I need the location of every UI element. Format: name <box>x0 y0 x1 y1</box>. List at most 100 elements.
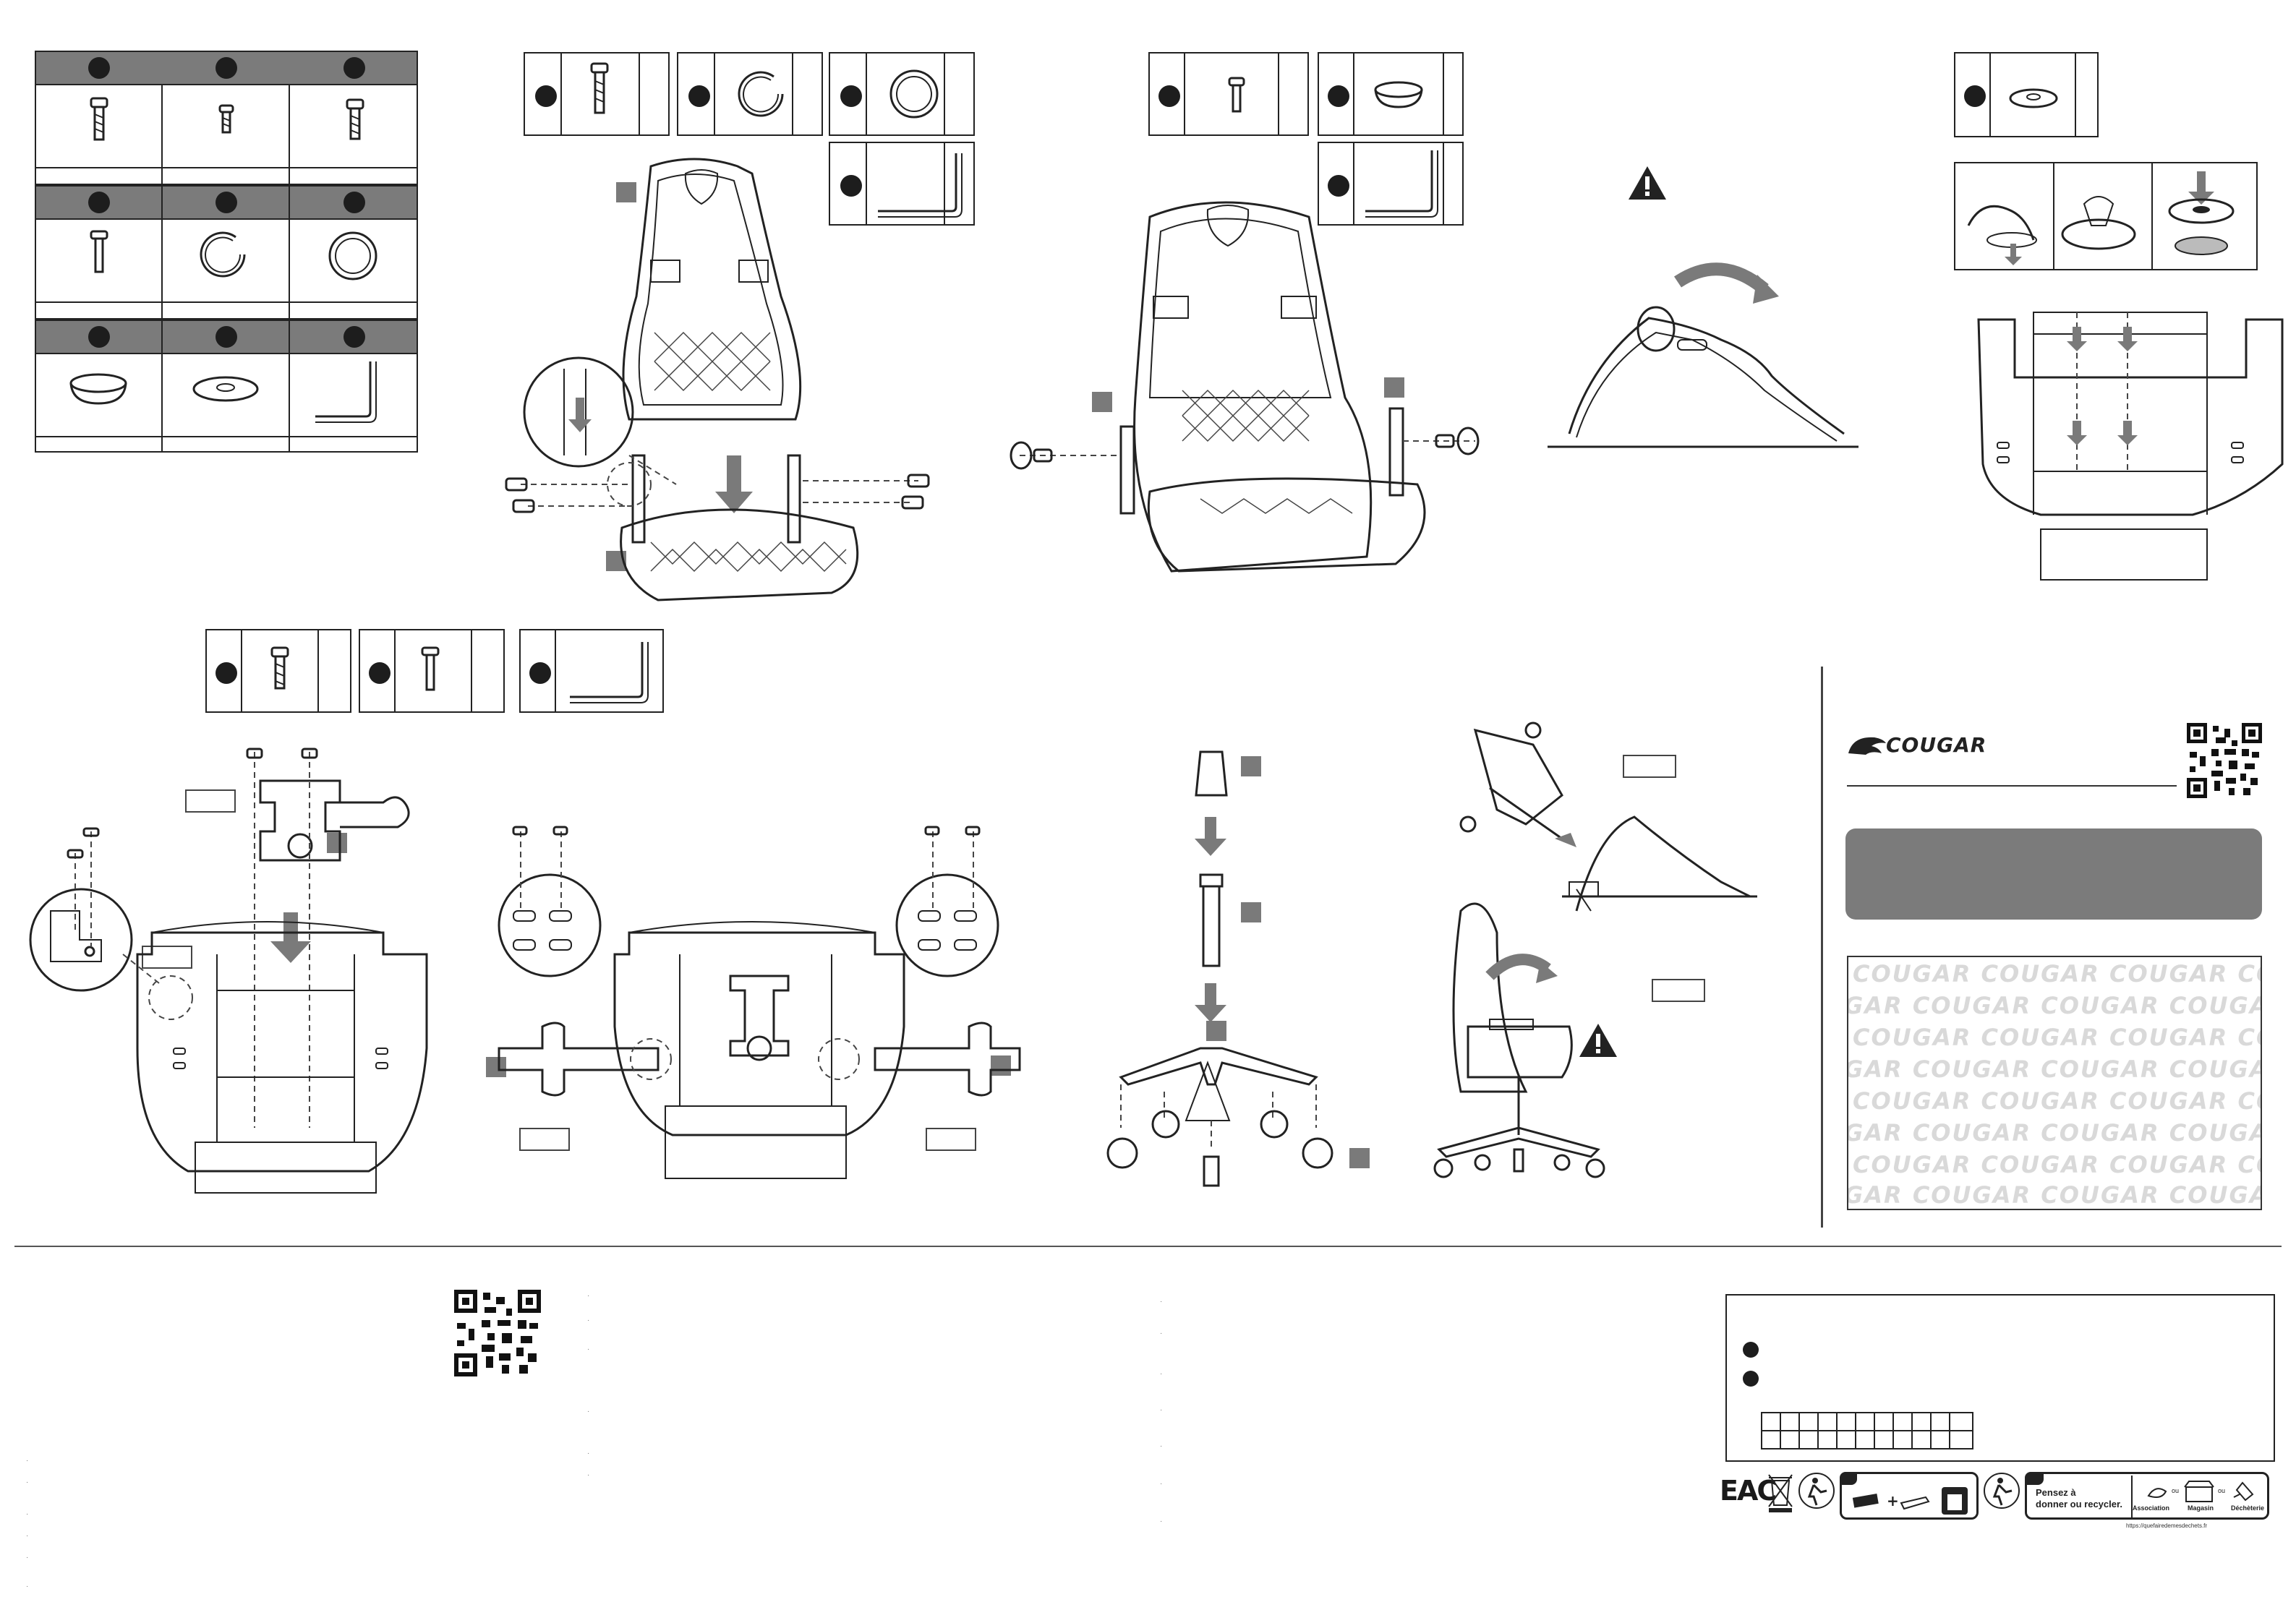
step-marker <box>1241 756 1261 776</box>
warranty-box <box>1725 1294 2275 1462</box>
cover-rule <box>1847 785 2177 787</box>
washer-disc-icon <box>192 376 259 402</box>
weee-bin-icon <box>1768 1474 1793 1512</box>
watermark-row: COUGAR COUGAR COUGAR COUGAR <box>1853 1024 2261 1051</box>
bullet-dot <box>1743 1342 1759 1358</box>
step-1-illustration <box>505 158 930 601</box>
step-8-illustration <box>1433 721 1757 1178</box>
callout-label-box <box>1623 755 1676 778</box>
recycling-message-line-2: donner ou recycler. <box>2036 1499 2122 1509</box>
watermark-row: GAR COUGAR COUGAR COUGAR <box>1847 1055 2262 1083</box>
bullet-dot <box>1743 1371 1759 1387</box>
part-marker <box>1328 175 1349 197</box>
option-separator: ou <box>2218 1487 2226 1494</box>
qr-code-bottom <box>454 1290 541 1376</box>
step-5-illustration <box>29 748 428 1194</box>
bolt-icon <box>590 62 609 114</box>
step-1-part-icons <box>560 52 963 226</box>
qr-code <box>2187 723 2262 798</box>
part-marker <box>1964 85 1986 107</box>
step-6-illustration <box>498 826 1021 1179</box>
part-marker <box>88 57 110 79</box>
recycling-badge-tab <box>2025 1472 2044 1485</box>
option-magasin: Magasin <box>2188 1504 2214 1512</box>
step-5-part-screw <box>359 629 505 713</box>
brand-wordmark: COUGAR <box>1886 733 1987 757</box>
part-marker <box>688 85 710 107</box>
step-2-part-cap <box>1318 52 1464 136</box>
option-decheterie: Déchèterie <box>2231 1504 2265 1512</box>
recycling-option-icons <box>2147 1481 2254 1502</box>
hex-key-icon <box>878 153 963 218</box>
step-marker <box>327 833 347 853</box>
screw-icon <box>90 230 108 273</box>
step-marker <box>1092 392 1112 412</box>
parts-header-row-1 <box>35 51 418 85</box>
packaging-sort-icons: + <box>1852 1487 1968 1515</box>
part-marker <box>840 85 862 107</box>
part-marker <box>1158 85 1180 107</box>
step-7-illustration <box>1106 750 1333 1187</box>
part-marker <box>369 662 391 684</box>
star-base <box>1119 1047 1318 1086</box>
part-marker <box>215 326 237 348</box>
step-2-part-screw <box>1148 52 1309 136</box>
bolt-icon <box>270 646 289 690</box>
sorting-badge: + <box>1840 1472 1979 1520</box>
step-marker <box>1241 902 1261 922</box>
spring-washer-icon <box>738 71 784 117</box>
watermark-row: GAR COUGAR COUGAR COUGAR <box>1847 1181 2262 1209</box>
brand-logo: COUGAR <box>1845 732 2019 761</box>
gas-lift-cover <box>1195 750 1228 797</box>
recycling-url[interactable]: https://quefairedemesdechets.fr <box>2126 1523 2208 1529</box>
option-separator: ou <box>2172 1487 2180 1494</box>
brand-watermark-panel: COUGAR COUGAR COUGAR COUGAR GAR COUGAR C… <box>1847 956 2262 1210</box>
part-marker <box>535 85 557 107</box>
watermark-row: COUGAR COUGAR COUGAR COUGAR <box>1853 1151 2261 1178</box>
hex-key-icon <box>1365 150 1438 218</box>
part-marker <box>529 662 551 684</box>
step-marker <box>486 1057 506 1077</box>
dumpster-icon <box>2233 1481 2254 1502</box>
flat-washer-icon <box>889 69 939 119</box>
watermark-row: GAR COUGAR COUGAR COUGAR <box>1847 992 2262 1019</box>
watermark-row: GAR COUGAR COUGAR COUGAR <box>1847 1119 2262 1147</box>
callout-label-box <box>142 946 192 969</box>
svg-text:+: + <box>1887 1492 1899 1509</box>
step-1-part-bolt <box>524 52 670 136</box>
bolt-small-icon <box>218 104 234 134</box>
step-2-part-icons <box>1184 52 1444 226</box>
part-marker <box>343 192 365 213</box>
date-entry-grid[interactable] <box>1761 1412 1979 1453</box>
part-marker <box>88 192 110 213</box>
eac-mark: EAC <box>1720 1475 1777 1507</box>
cap-icon <box>69 373 127 405</box>
hex-key-icon <box>570 642 649 703</box>
bolt-large-icon <box>90 97 108 141</box>
step-4-illustration <box>1967 52 2284 581</box>
part-marker <box>215 662 237 684</box>
hand-heart-icon <box>2147 1488 2167 1498</box>
part-marker <box>215 192 237 213</box>
step-3-illustration <box>1548 166 1858 448</box>
step-marker <box>1206 1021 1226 1041</box>
watermark-row: COUGAR COUGAR COUGAR COUGAR <box>1853 960 2261 988</box>
part-marker <box>840 175 862 197</box>
step-5-part-icons <box>241 629 649 713</box>
store-icon <box>2184 1481 2214 1502</box>
panel-divider <box>1821 667 1823 1228</box>
sorting-badge-tab <box>1840 1472 1857 1485</box>
parts-illustrations <box>35 84 418 453</box>
callout-label-box <box>1652 979 1705 1002</box>
callout-label-box <box>185 789 236 813</box>
flat-washer-icon <box>328 231 377 281</box>
screw-icon <box>1228 77 1245 113</box>
recycling-message: Pensez à donner ou recycler. <box>2036 1487 2122 1510</box>
step-1-part-flat-washer <box>829 52 975 136</box>
step-marker <box>991 1055 1011 1076</box>
step-2-illustration <box>1010 201 1480 573</box>
watermark-row: COUGAR COUGAR COUGAR COUGAR <box>1853 1087 2261 1115</box>
cougar-logo-icon <box>1848 737 1886 755</box>
step-marker <box>616 182 636 202</box>
part-marker <box>343 326 365 348</box>
